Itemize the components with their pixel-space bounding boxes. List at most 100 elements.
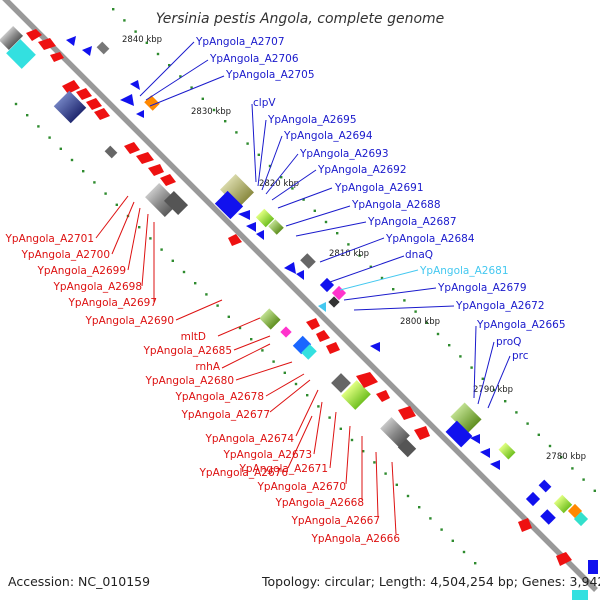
gene-label[interactable]: YpAngola_A2705 (225, 69, 315, 81)
gene-block[interactable] (220, 174, 254, 208)
gene-arrow[interactable] (256, 230, 264, 240)
gene-arrow[interactable] (94, 108, 110, 120)
gene-arrow[interactable] (238, 210, 250, 220)
gene-arrow[interactable] (160, 174, 176, 186)
gene-block[interactable] (53, 90, 87, 124)
gene-block[interactable] (292, 335, 312, 355)
gene-arrow[interactable] (518, 518, 532, 532)
gene-arrow[interactable] (556, 552, 572, 566)
gene-label[interactable]: clpV (253, 97, 276, 109)
gene-label[interactable]: YpAngola_A2676 (198, 467, 288, 479)
gene-arrow[interactable] (62, 80, 80, 94)
gene-block[interactable] (553, 494, 573, 514)
gene-label[interactable]: mltD (181, 331, 206, 343)
gene-label[interactable]: YpAngola_A2674 (204, 433, 294, 445)
gene-label[interactable]: YpAngola_A2671 (238, 463, 328, 475)
gene-block[interactable] (380, 417, 410, 447)
gene-block[interactable] (331, 373, 351, 393)
gene-arrow[interactable] (306, 318, 320, 330)
gene-block[interactable] (588, 560, 598, 574)
gene-block[interactable] (96, 41, 110, 55)
gene-label[interactable]: YpAngola_A2707 (195, 36, 285, 48)
gene-arrow[interactable] (26, 29, 42, 41)
gene-label[interactable]: YpAngola_A2688 (351, 199, 441, 211)
gene-arrow[interactable] (148, 164, 164, 176)
gene-label[interactable]: YpAngola_A2681 (419, 265, 509, 277)
gene-block[interactable] (573, 511, 589, 527)
gene-arrow[interactable] (376, 390, 390, 402)
gene-label[interactable]: dnaQ (405, 249, 433, 261)
gene-block[interactable] (572, 590, 588, 600)
gene-label[interactable]: YpAngola_A2698 (52, 281, 142, 293)
gene-arrow[interactable] (398, 406, 416, 420)
gene-arrow[interactable] (284, 262, 296, 274)
gene-label[interactable]: YpAngola_A2673 (222, 449, 312, 461)
gene-label[interactable]: YpAngola_A2679 (437, 282, 527, 294)
gene-arrow[interactable] (480, 448, 490, 458)
gene-label[interactable]: YpAngola_A2667 (290, 515, 380, 527)
gene-block[interactable] (214, 190, 244, 220)
gene-block[interactable] (104, 145, 118, 159)
gene-arrow[interactable] (246, 222, 256, 232)
gene-label[interactable]: YpAngola_A2677 (180, 409, 270, 421)
gene-label[interactable]: YpAngola_A2680 (144, 375, 234, 387)
gene-block[interactable] (301, 344, 317, 360)
gene-label[interactable]: YpAngola_A2706 (209, 53, 299, 65)
gene-label[interactable]: YpAngola_A2685 (142, 345, 232, 357)
gene-block[interactable] (445, 420, 473, 448)
gene-label[interactable]: YpAngola_A2678 (174, 391, 264, 403)
gene-label[interactable]: YpAngola_A2701 (4, 233, 94, 245)
gene-arrow[interactable] (356, 372, 378, 388)
gene-block[interactable] (525, 491, 541, 507)
gene-block[interactable] (6, 39, 36, 69)
gene-arrow[interactable] (82, 46, 92, 56)
gene-label[interactable]: YpAngola_A2672 (455, 300, 545, 312)
gene-label[interactable]: rnhA (195, 361, 220, 373)
gene-block[interactable] (280, 326, 292, 338)
gene-arrow[interactable] (136, 152, 154, 164)
gene-label[interactable]: YpAngola_A2700 (20, 249, 110, 261)
gene-label[interactable]: YpAngola_A2668 (274, 497, 364, 509)
gene-block[interactable] (145, 183, 179, 217)
gene-label[interactable]: YpAngola_A2691 (334, 182, 424, 194)
gene-label[interactable]: proQ (496, 336, 521, 348)
gene-arrow[interactable] (50, 52, 64, 62)
gene-block[interactable] (538, 479, 552, 493)
gene-arrow[interactable] (120, 94, 134, 106)
gene-block[interactable] (0, 25, 24, 51)
gene-block[interactable] (397, 438, 417, 458)
gene-label[interactable]: YpAngola_A2666 (310, 533, 400, 545)
gene-arrow[interactable] (296, 270, 304, 280)
gene-label[interactable]: YpAngola_A2665 (476, 319, 566, 331)
gene-block[interactable] (259, 308, 281, 330)
gene-arrow[interactable] (124, 142, 140, 154)
gene-block[interactable] (163, 190, 189, 216)
gene-arrow[interactable] (228, 234, 242, 246)
gene-block[interactable] (498, 442, 516, 460)
gene-arrow[interactable] (38, 38, 56, 50)
gene-arrow[interactable] (136, 110, 144, 118)
gene-block[interactable] (450, 402, 482, 434)
gene-block[interactable] (328, 296, 340, 308)
gene-label[interactable]: YpAngola_A2697 (67, 297, 157, 309)
gene-block[interactable] (540, 509, 556, 525)
gene-arrow[interactable] (326, 342, 340, 354)
gene-label[interactable]: YpAngola_A2687 (367, 216, 457, 228)
gene-label[interactable]: YpAngola_A2693 (299, 148, 389, 160)
gene-arrow[interactable] (130, 80, 140, 90)
gene-label[interactable]: YpAngola_A2690 (84, 315, 174, 327)
gene-label[interactable]: YpAngola_A2692 (317, 164, 407, 176)
gene-label[interactable]: YpAngola_A2694 (283, 130, 373, 142)
gene-label[interactable]: YpAngola_A2670 (256, 481, 346, 493)
gene-arrow[interactable] (318, 302, 326, 312)
gene-label[interactable]: YpAngola_A2699 (36, 265, 126, 277)
gene-block[interactable] (319, 277, 335, 293)
gene-label[interactable]: prc (512, 350, 529, 362)
gene-label[interactable]: YpAngola_A2695 (267, 114, 357, 126)
gene-block[interactable] (341, 380, 371, 410)
gene-block[interactable] (268, 219, 284, 235)
gene-label[interactable]: YpAngola_A2684 (385, 233, 475, 245)
gene-arrow[interactable] (86, 98, 102, 110)
gene-arrow[interactable] (76, 88, 92, 100)
gene-arrow[interactable] (470, 434, 480, 444)
